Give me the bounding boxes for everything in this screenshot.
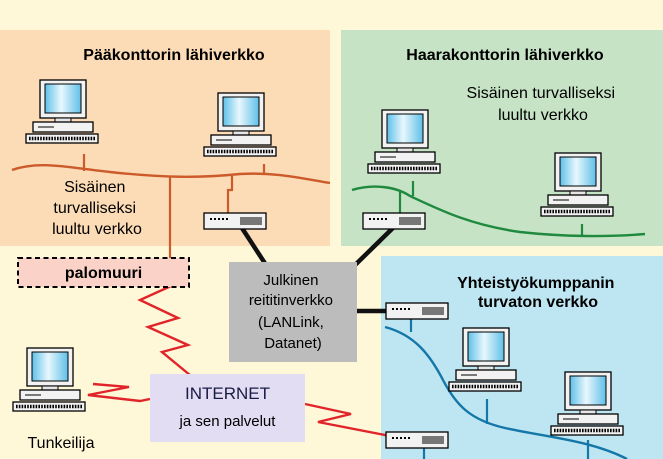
branch-office-title: Haarakonttorin lähiverkko [406,47,604,64]
branch-net-label-line: Sisäinen turvalliseksi [467,85,616,102]
threat-path-firewall [137,284,197,381]
svg-text:Sisäinen turvalliseksi luu: Sisäinen turvalliseksi luultu verkko [467,85,620,124]
router-icon [385,431,449,449]
router-icon [203,212,267,230]
main-office-title: Pääkonttorin lähiverkko [83,47,265,64]
branch-lan-cable [351,185,646,238]
intruder-label: Tunkeilija [28,435,95,452]
internet-box [150,374,305,442]
svg-text:Julkinen reititinverkko: Julkinen reititinverkko (LANLink, Datane… [249,272,337,352]
main-lan-drop [226,176,234,213]
router-icon [362,212,426,230]
main-net-label-line: Sisäinen [64,179,125,196]
public-network-line: reititinverkko [249,292,333,309]
svg-text:Yhteistyökumppanin turvato: Yhteistyökumppanin turvaton verkko [457,275,619,311]
firewall-box [17,257,190,288]
public-network-line: Datanet) [264,335,322,352]
main-net-label-line: luultu verkko [52,221,142,238]
branch-net-label-line: luultu verkko [498,107,588,124]
trunk-link-main [238,223,270,270]
svg-text:Sisäinen turvalliseksi: Sisäinen turvalliseksi luultu verkko [52,179,142,238]
firewall-label: palomuuri [65,265,142,282]
public-network-line: (LANLink, [258,314,324,331]
main-lan-cable [11,163,331,185]
partner-title-line: turvaton verkko [478,294,598,311]
router-icon [385,302,449,320]
public-network-line: Julkinen [263,272,318,289]
internet-title: INTERNET [185,384,270,403]
public-network-box [229,262,357,362]
threat-path-intruder [87,382,151,403]
trunk-link-branch [350,223,398,270]
partner-lan-cable [384,325,628,459]
desktop-computer-icon [11,346,87,413]
internet-subtitle: ja sen palvelut [179,413,277,430]
main-net-label-line: turvalliseksi [53,200,136,217]
partner-title-line: Yhteistyökumppanin [457,275,614,292]
